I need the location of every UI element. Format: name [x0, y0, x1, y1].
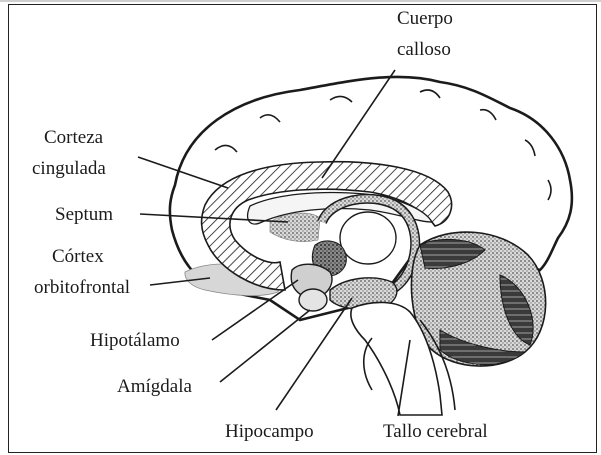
label-corteza-line2: cingulada	[32, 158, 106, 179]
label-cortex-line2: orbitofrontal	[34, 277, 130, 298]
label-cuerpo-line1: Cuerpo	[397, 8, 453, 29]
label-hipotalamo: Hipotálamo	[90, 330, 180, 351]
label-cortex-line1: Córtex	[52, 246, 104, 267]
ventricle	[340, 212, 396, 264]
label-cuerpo-line2: calloso	[397, 39, 451, 60]
label-septum: Septum	[55, 204, 113, 225]
amygdala	[299, 289, 327, 311]
label-corteza-line1: Corteza	[44, 127, 104, 148]
leader-amigdala	[220, 310, 310, 382]
label-amigdala: Amígdala	[117, 376, 192, 397]
label-hipocampo: Hipocampo	[225, 421, 314, 442]
label-tallo-cerebral: Tallo cerebral	[383, 421, 488, 442]
